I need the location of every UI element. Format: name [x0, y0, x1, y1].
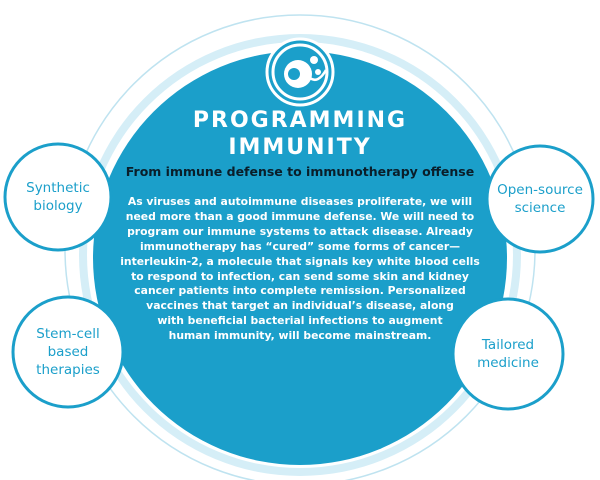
- node-label-line: therapies: [36, 362, 100, 378]
- node-label-line: based: [47, 344, 89, 360]
- body-line: with beneficial bacterial infections to …: [157, 314, 443, 328]
- node-label-line: Tailored: [481, 337, 535, 353]
- main-circle: [93, 51, 507, 465]
- node-stem-cell-circle: [11, 295, 125, 409]
- cell-icon: [265, 37, 335, 107]
- node-label-line: Synthetic: [26, 180, 90, 196]
- body-line: program our immune systems to attack dis…: [127, 224, 473, 238]
- body-line: human immunity, will become mainstream.: [168, 329, 432, 343]
- node-label-line: medicine: [477, 355, 539, 371]
- title-line-1: PROGRAMMING: [192, 108, 408, 133]
- body-line: As viruses and autoimmune diseases proli…: [127, 195, 473, 208]
- node-tailored-medicine-circle: [451, 297, 565, 411]
- body-paragraph: As viruses and autoimmune diseases proli…: [120, 195, 480, 344]
- node-tailored-medicine-label: Tailored medicine: [458, 336, 558, 372]
- node-open-source-science-label: Open-source science: [490, 181, 590, 217]
- body-line: interleukin-2, a molecule that signals k…: [120, 254, 480, 268]
- title-line-2: IMMUNITY: [228, 135, 372, 160]
- body-line: need more than a good immune defense. We…: [125, 209, 475, 223]
- body-line: vaccines that target an individual’s dis…: [146, 299, 454, 313]
- node-label-line: biology: [33, 198, 83, 214]
- body-line: to respond to infection, can send some s…: [131, 269, 469, 283]
- body-line: immunotherapy has “cured” some forms of …: [139, 239, 460, 253]
- node-synthetic-biology-label: Synthetic biology: [8, 179, 108, 215]
- node-label-line: science: [514, 200, 566, 216]
- body-line: cancer patients into complete remission.…: [134, 284, 466, 298]
- node-open-source-science-circle: [485, 144, 595, 254]
- node-label-line: Stem-cell: [36, 326, 100, 342]
- node-synthetic-biology-circle: [3, 142, 113, 252]
- node-stem-cell-label: Stem-cell based therapies: [18, 325, 118, 379]
- node-label-line: Open-source: [497, 182, 583, 198]
- subtitle: From immune defense to immunotherapy off…: [125, 164, 475, 179]
